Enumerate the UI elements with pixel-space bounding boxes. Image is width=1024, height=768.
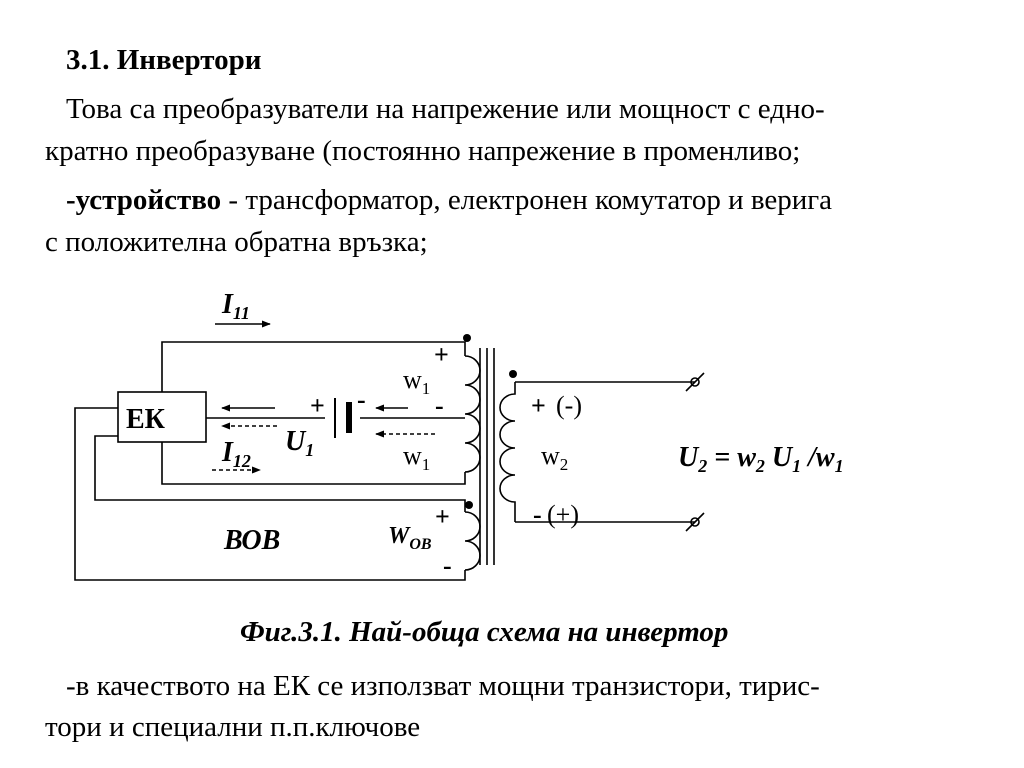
paragraph-2-line-1: -устройство - трансформатор, електронен …	[66, 184, 832, 217]
bob-label: ВОВ	[223, 525, 280, 556]
feedback-coil	[464, 511, 481, 571]
w2-minus-paren: (-)	[556, 391, 582, 420]
section-heading: 3.1. Инвертори	[66, 44, 262, 76]
figure-caption: Фиг.3.1. Най-обща схема на инвертор	[240, 616, 729, 648]
battery-plus: +	[310, 391, 325, 420]
device-description: - трансформатор, електронен комутатор и …	[221, 184, 833, 216]
battery-minus: -	[357, 385, 366, 414]
u1-label: U1	[285, 426, 314, 460]
i11-label: I11	[221, 289, 250, 323]
polarity-dot-wob	[465, 501, 473, 509]
output-terminal-top	[690, 377, 700, 387]
w2-plus: +	[531, 391, 546, 420]
polarity-dot-w2	[509, 370, 517, 378]
w1-plus: +	[434, 340, 449, 369]
w1-bottom-wire	[161, 442, 466, 485]
w1-tap-minus: -	[435, 391, 444, 420]
paragraph-3-line-2: тори и специални п.п.ключове	[45, 711, 421, 743]
battery-short-plate	[346, 402, 352, 433]
device-term: -устройство	[66, 184, 222, 216]
w1-bottom-label: w1	[403, 441, 430, 474]
wob-minus: -	[443, 551, 452, 580]
feedback-outer-wire	[74, 407, 466, 581]
i12-label: I12	[221, 437, 251, 471]
w2-minus: -	[533, 500, 542, 529]
w1-coil	[464, 355, 481, 473]
paragraph-3-line-1: -в качеството на ЕК се използват мощни т…	[66, 670, 820, 702]
paragraph-1-line-1: Това са преобразуватели на напрежение ил…	[66, 93, 825, 125]
ek-label: ЕК	[126, 404, 166, 435]
wob-plus: +	[435, 502, 450, 531]
inverter-circuit-diagram: ЕК I11 I12 U1 + - + - w1 w1 + (-) w2 - (…	[74, 289, 844, 581]
output-terminal-bottom	[690, 517, 700, 527]
paragraph-1-line-2: кратно преобразуване (постоянно напрежен…	[45, 135, 801, 167]
u2-formula: U2 = w2 U1 /w1	[678, 442, 844, 476]
w2-label: w2	[541, 441, 568, 474]
feedback-inner-wire	[94, 435, 466, 512]
polarity-dot-w1	[463, 334, 471, 342]
wob-label: WOB	[388, 523, 432, 553]
paragraph-2-line-2: с положителна обратна връзка;	[45, 226, 428, 258]
w2-coil	[499, 382, 516, 522]
top-wire	[161, 341, 466, 392]
w1-top-label: w1	[403, 365, 430, 398]
w2-plus-paren: (+)	[547, 500, 579, 529]
